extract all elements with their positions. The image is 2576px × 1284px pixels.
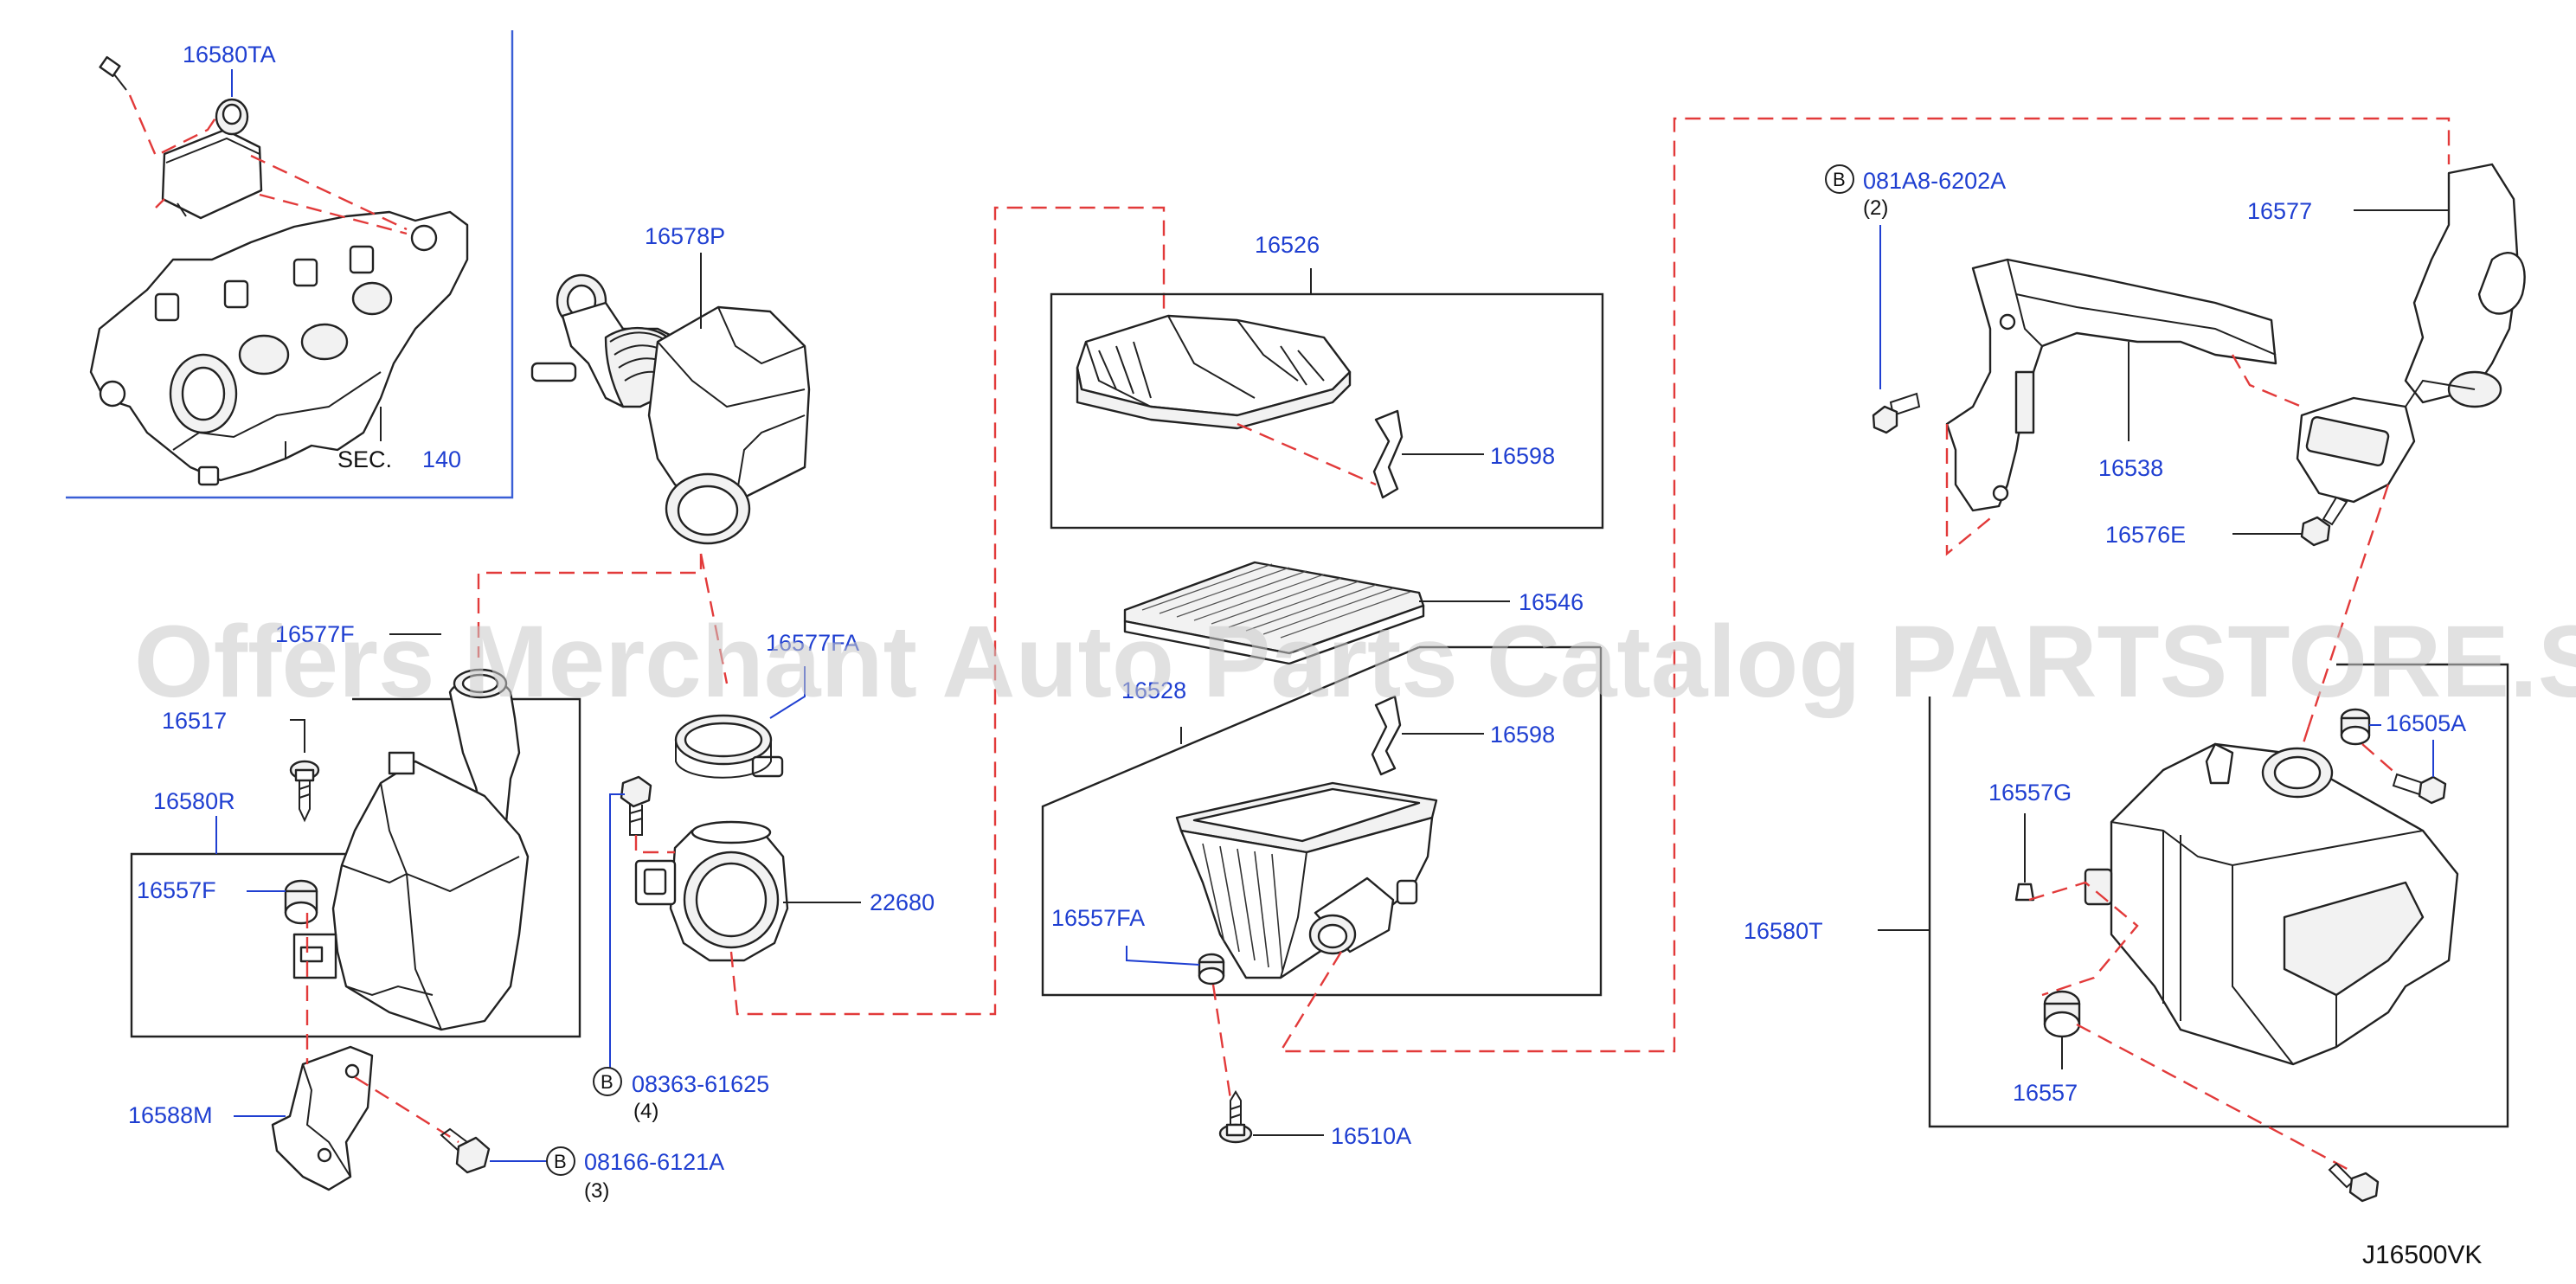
diagram-code: J16500VK <box>2362 1241 2482 1269</box>
label-08166-6121A[interactable]: 08166-6121A <box>584 1149 724 1175</box>
box-16528 <box>1041 645 1603 997</box>
label-16505A[interactable]: 16505A <box>2386 710 2466 736</box>
bolt-16505A <box>2392 773 2447 805</box>
watermark-text: Offers Merchant Auto Parts Catalog PARTS… <box>134 605 2576 719</box>
label-16557[interactable]: 16557 <box>2013 1080 2078 1106</box>
label-16510A[interactable]: 16510A <box>1331 1123 1411 1149</box>
air-cleaner-body-16528 <box>1175 781 1438 979</box>
label-08363-61625[interactable]: 08363-61625 <box>632 1071 769 1097</box>
bolt-081A8 <box>1872 392 1921 434</box>
hose-clamp-16577FA <box>674 714 784 779</box>
resonator-16580R-box <box>130 697 581 1038</box>
svg-text:B: B <box>601 1071 613 1093</box>
label-16538[interactable]: 16538 <box>2098 455 2163 481</box>
label-16588M[interactable]: 16588M <box>128 1102 213 1128</box>
air-cleaner-cover-16526 <box>1076 314 1352 430</box>
screw-16517 <box>289 760 320 823</box>
screw-16510A <box>1218 1090 1253 1144</box>
bolt-16557 <box>2328 1162 2380 1203</box>
label-16557G[interactable]: 16557G <box>1988 780 2072 806</box>
svg-text:B: B <box>1833 169 1846 190</box>
screw-icon <box>99 55 127 91</box>
bolt-08363 <box>620 775 652 836</box>
label-22680[interactable]: 22680 <box>870 889 935 915</box>
clip-16598-upper <box>1372 409 1404 499</box>
label-16598-upper[interactable]: 16598 <box>1490 443 1555 469</box>
label-sec-140[interactable]: 140 <box>422 446 461 472</box>
inset-section-140: 16580TA SEC. 140 <box>66 30 514 499</box>
svg-text:B: B <box>554 1151 567 1172</box>
grommet-16557F <box>284 879 318 925</box>
resonator-16580T <box>2084 742 2459 1066</box>
label-16526[interactable]: 16526 <box>1255 232 1320 258</box>
bolt-marker-081A8: B <box>1825 164 1854 194</box>
bolt-08166 <box>440 1127 491 1174</box>
label-sec: SEC. <box>337 446 392 472</box>
duct-16538 <box>1945 258 2277 512</box>
bolt-16576E <box>2300 496 2348 547</box>
clip-16598-lower <box>1371 695 1402 776</box>
qty-08166: (3) <box>584 1179 609 1203</box>
intake-manifold-part <box>89 210 469 486</box>
label-16578P[interactable]: 16578P <box>645 223 725 249</box>
label-16577FA[interactable]: 16577FA <box>766 630 859 656</box>
resonator-16580R-part <box>292 668 530 1031</box>
grommet-16557 <box>2043 990 2081 1038</box>
label-16557F[interactable]: 16557F <box>137 877 216 903</box>
label-16557FA[interactable]: 16557FA <box>1051 905 1145 931</box>
label-16546[interactable]: 16546 <box>1519 589 1584 615</box>
clip-16557G <box>2014 883 2035 902</box>
grommet-16505A <box>2340 708 2371 746</box>
label-16577[interactable]: 16577 <box>2247 198 2312 224</box>
label-16576E[interactable]: 16576E <box>2105 522 2186 548</box>
label-16517[interactable]: 16517 <box>162 708 227 734</box>
label-16580T[interactable]: 16580T <box>1744 918 1823 944</box>
label-16598-lower[interactable]: 16598 <box>1490 722 1555 748</box>
label-16528[interactable]: 16528 <box>1121 677 1186 703</box>
label-16580TA: 16580TA <box>183 42 276 67</box>
bolt-marker-08363: B <box>593 1067 622 1096</box>
throttle-body-22680 <box>634 820 789 962</box>
air-duct-16578P: 16578P <box>530 223 811 545</box>
label-16580R[interactable]: 16580R <box>153 788 235 814</box>
bracket-16588M <box>271 1045 374 1191</box>
grommet-16557FA <box>1198 953 1225 985</box>
label-16577F[interactable]: 16577F <box>275 621 355 647</box>
label-081A8-6202A[interactable]: 081A8-6202A <box>1863 168 2006 194</box>
box-16526 <box>1050 292 1604 530</box>
box-16580T <box>1928 663 2509 1128</box>
resonator-part <box>161 98 263 220</box>
filter-element-16546 <box>1123 561 1425 665</box>
qty-08363: (4) <box>633 1100 658 1123</box>
hose-16577 <box>2296 163 2526 504</box>
qty-081A8: (2) <box>1863 196 1888 220</box>
bolt-marker-08166: B <box>546 1146 575 1176</box>
